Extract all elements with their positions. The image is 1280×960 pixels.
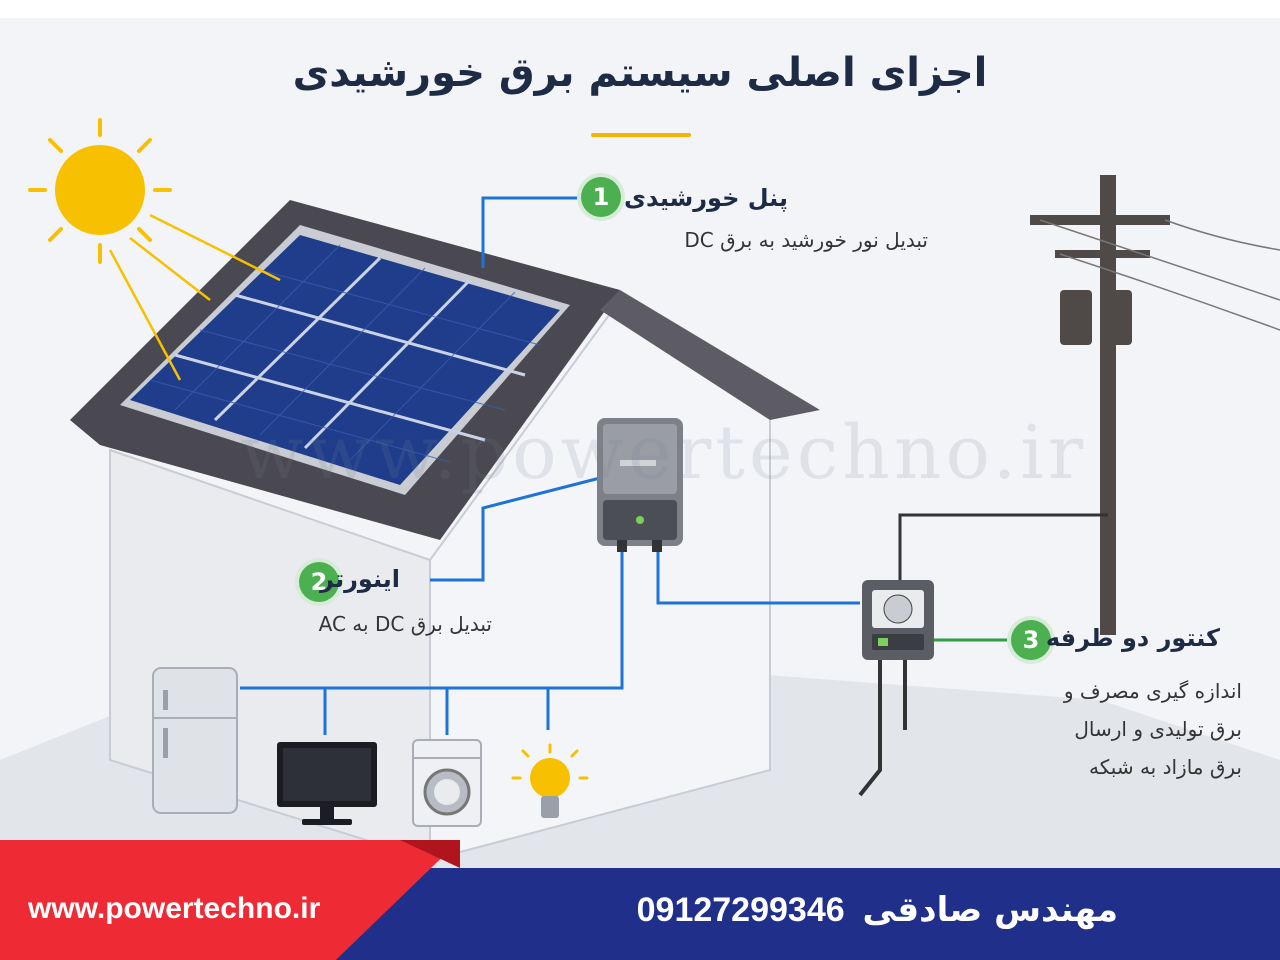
tv-icon	[277, 742, 377, 825]
wire-meter-ground	[858, 660, 882, 797]
desc-meter-line-1: اندازه گیری مصرف و	[1063, 679, 1242, 703]
wire-panel-callout	[481, 196, 580, 268]
footer-website[interactable]: www.powertechno.ir	[28, 892, 321, 925]
refrigerator-icon	[152, 667, 238, 814]
desc-inverter: تبدیل برق DC به AC	[318, 612, 492, 636]
washing-machine-icon	[412, 739, 482, 827]
label-meter: کنتور دو طرفه	[1045, 624, 1220, 652]
page-title: اجزای اصلی سیستم برق خورشیدی	[292, 50, 988, 96]
top-strip	[0, 0, 1280, 18]
wire-inverter-to-loads	[240, 545, 624, 690]
bidirectional-meter	[862, 580, 934, 660]
sun-icon	[28, 118, 281, 381]
light-bulb-icon	[511, 743, 589, 818]
desc-solar-panel: تبدیل نور خورشید به برق DC	[684, 228, 928, 252]
badge-3: 3	[1011, 620, 1051, 660]
desc-meter: اندازه گیری مصرف و برق تولیدی و ارسال بر…	[982, 672, 1242, 786]
badge-1: 1	[581, 177, 621, 217]
solar-panel	[120, 225, 570, 495]
utility-pole	[1030, 175, 1280, 635]
label-solar-panel: پنل خورشیدی	[623, 184, 788, 212]
desc-meter-line-2: برق تولیدی و ارسال	[1074, 717, 1242, 741]
wire-panel-to-inverter	[430, 476, 601, 582]
desc-meter-line-3: برق مازاد به شبکه	[1089, 755, 1242, 779]
roof-edge	[600, 290, 820, 420]
wire-inverter-to-meter	[656, 545, 860, 605]
wire-pole-to-meter	[898, 513, 1108, 580]
badge-2: 2	[299, 562, 339, 602]
footer-contact-name: مهندس صادقی	[862, 890, 1119, 930]
footer-phone[interactable]: 09127299346	[636, 891, 845, 929]
footer-contact: مهندس صادقی 09127299346	[637, 890, 1118, 930]
label-inverter: اینورتر	[320, 565, 400, 593]
watermark: www.powertechno.ir	[240, 410, 1088, 496]
inverter	[597, 418, 683, 552]
title-underline	[591, 133, 691, 137]
